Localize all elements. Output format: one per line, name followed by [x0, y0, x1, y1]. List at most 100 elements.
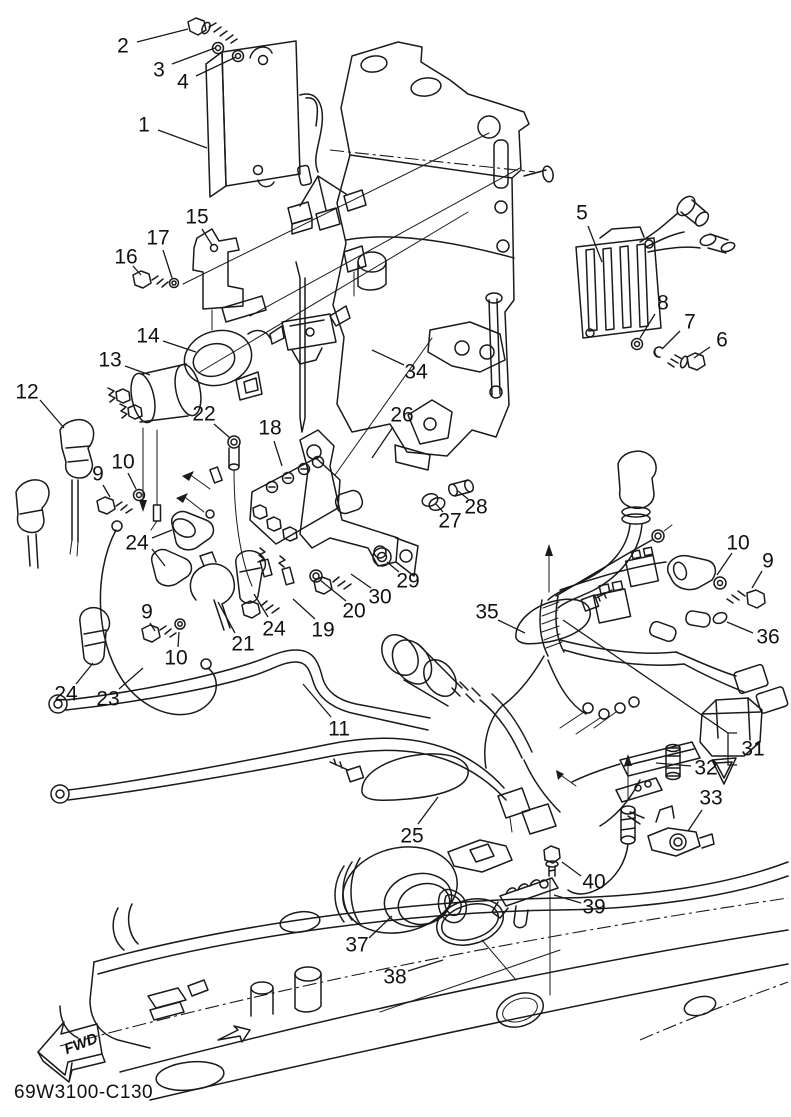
callout-33-40: 33: [699, 787, 722, 810]
callout-16-10: 16: [114, 246, 137, 269]
leader-line-9-28: [149, 622, 156, 632]
leader-line-8-5: [639, 313, 656, 339]
cdi-unit-1: [205, 40, 367, 297]
callout-8-5: 8: [657, 292, 669, 315]
leader-line-29-23: [386, 561, 400, 573]
leader-line-21-29: [217, 601, 236, 634]
leader-line-24-31: [75, 662, 94, 685]
terminal-22: [227, 435, 253, 587]
oring-38: [436, 898, 517, 981]
callout-24-22: 24: [125, 532, 149, 555]
callout-37-44: 37: [345, 934, 368, 957]
boot-12: [15, 418, 95, 569]
leader-line-9-18: [102, 484, 111, 498]
leader-line-27-21: [435, 503, 444, 513]
leader-line-24-22: [151, 529, 173, 539]
cable-connector: [381, 634, 561, 813]
fwd-arrow: FWD: [37, 1021, 106, 1083]
fuse-holder-33: [627, 805, 715, 857]
callout-38-45: 38: [383, 966, 406, 989]
terminal-block-18: [249, 455, 341, 586]
callout-30-24: 30: [368, 586, 391, 609]
grommet-27-pin-28: [421, 479, 475, 512]
callout-10-30: 10: [164, 647, 187, 670]
ground-wire-23: [99, 520, 217, 716]
callout-14-11: 14: [136, 325, 160, 348]
callout-36-37: 36: [756, 626, 779, 649]
clamp-21: [189, 551, 236, 631]
callout-9-18: 9: [92, 463, 104, 486]
callout-17-9: 17: [146, 227, 169, 250]
bracket-15: [192, 228, 244, 331]
leader-line-17-9: [162, 249, 173, 279]
leader-line-23-32: [118, 667, 144, 690]
callout-34-17: 34: [404, 361, 428, 384]
exploded-view-artwork: FWD: [15, 17, 789, 1101]
plate-26: [299, 429, 419, 577]
callout-11-33: 11: [328, 718, 350, 741]
callout-15-8: 15: [185, 206, 208, 229]
leader-line-15-8: [201, 228, 213, 246]
callout-24-27: 24: [262, 618, 286, 641]
callout-21-29: 21: [231, 633, 254, 656]
callout-29-23: 29: [396, 570, 419, 593]
callout-9-36: 9: [762, 550, 774, 573]
rod-clamp-34: [221, 261, 351, 433]
callout-26-16: 26: [390, 404, 413, 427]
leader-line-34-17: [371, 349, 405, 366]
rectifier-5: [575, 195, 736, 339]
callout-23-32: 23: [96, 688, 119, 711]
leader-line-32-39: [655, 762, 692, 767]
starter-relay-13: [107, 363, 202, 531]
callout-10-35: 10: [726, 532, 749, 555]
leader-line-11-33: [302, 683, 332, 718]
engine-bracket: [182, 41, 554, 476]
callout-19-26: 19: [311, 619, 334, 642]
callout-25-41: 25: [400, 825, 423, 848]
callout-24-31: 24: [54, 683, 78, 706]
leader-line-10-35: [716, 552, 733, 576]
callout-31-38: 31: [741, 738, 764, 761]
leader-line-36-37: [726, 621, 754, 634]
battery-cable-11: [48, 649, 507, 804]
callout-12-13: 12: [15, 381, 38, 404]
fuse-32: [665, 743, 681, 781]
leader-line-12-13: [39, 399, 65, 429]
leader-line-38-45: [407, 959, 444, 972]
leader-line-4-2: [195, 56, 237, 77]
leader-line-30-24: [350, 573, 372, 589]
bracket-39: [491, 877, 559, 929]
leader-line-24-27: [253, 593, 269, 618]
callout-6-7: 6: [716, 329, 728, 352]
grommet-37: [334, 839, 513, 934]
callout-5-4: 5: [576, 202, 588, 225]
callout-40-42: 40: [582, 871, 605, 894]
leader-line-2-0: [136, 28, 189, 43]
part-code: 69W3100-C130: [14, 1082, 153, 1103]
leader-line-14-11: [162, 340, 197, 353]
holder-14: [183, 329, 271, 401]
callout-3-1: 3: [153, 59, 165, 82]
bolt-9-washer-10-lower: [141, 618, 186, 643]
cable-tie-35: [515, 589, 613, 645]
leader-line-10-19: [127, 472, 137, 490]
pointer-darts: [176, 466, 223, 519]
callout-2-0: 2: [117, 35, 129, 58]
callout-22-14: 22: [192, 403, 215, 426]
bolt-2-washers: [187, 17, 245, 63]
callout-7-6: 7: [684, 311, 696, 334]
washers-bolt-8-7-6: [630, 337, 706, 371]
leader-line-25-41: [417, 796, 439, 825]
harness-31: [484, 450, 789, 895]
leader-line-13-12: [124, 365, 151, 376]
leader-line-9-36: [751, 570, 763, 589]
callout-35-34: 35: [475, 601, 498, 624]
leader-line-20-25: [319, 579, 347, 602]
leader-line-10-30: [177, 631, 180, 648]
leader-line-6-7: [693, 346, 711, 359]
leader-line-22-14: [213, 423, 231, 439]
leader-line-33-40: [687, 809, 703, 832]
callout-9-28: 9: [141, 601, 153, 624]
leader-line-7-6: [661, 330, 681, 350]
